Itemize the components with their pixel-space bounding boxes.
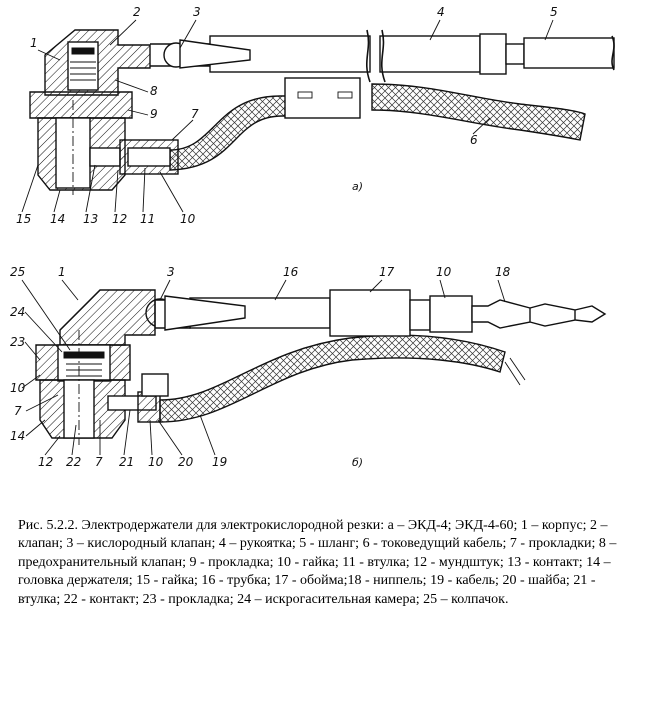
label-b-21: 21 [119,455,134,469]
cable-b [159,334,506,423]
cable-a-right [371,83,586,141]
label-a-4: 4 [437,5,445,19]
valve-spring [70,61,96,81]
label-a-10: 10 [180,212,196,226]
label-b-3: 3 [167,265,175,279]
cable-b-end [504,357,526,386]
label-b-12: 12 [38,455,53,469]
label-b-14: 14 [10,429,25,443]
label-a-5: 5 [550,5,558,19]
break-line [381,29,386,83]
break-line [366,29,371,83]
contact-a [89,147,121,167]
spring-b [66,363,102,377]
subfigure-label-b: б) [352,456,363,469]
label-a-1: 1 [30,36,38,50]
body-b [59,289,156,346]
leader-lines-b [21,279,506,456]
label-b-18: 18 [495,265,511,279]
hose-a [523,37,615,69]
sleeve-a [127,147,171,167]
nut-b2 [429,295,473,333]
fitting-b [141,373,169,397]
nut-b [409,299,431,331]
label-a-13: 13 [83,212,98,226]
label-b-1: 1 [58,265,66,279]
nut-a [29,91,133,119]
subfigure-label-a: a) [352,180,363,193]
label-b-7: 7 [95,455,103,469]
label-b-17: 17 [379,265,395,279]
clamp-slot [297,91,313,99]
label-a-15: 15 [16,212,31,226]
label-b-25: 25 [10,265,25,279]
label-b-23: 23 [10,335,25,349]
label-b-10: 10 [436,265,452,279]
figure-b-drawing [35,289,607,445]
nipple-18 [471,299,607,329]
label-b-16: 16 [283,265,299,279]
label-a-7: 7 [191,107,199,121]
figure-a-drawing [29,29,615,195]
electrode-holder-drawing: 1 2 3 4 5 6 7 8 9 10 11 12 13 14 15 a) [10,5,615,469]
label-a-3: 3 [193,5,201,19]
label-a-11: 11 [140,212,155,226]
figure-a-labels: 1 2 3 4 5 6 7 8 9 10 11 12 13 14 15 a) [16,5,558,226]
label-b-20: 20 [178,455,194,469]
handle-a-right [379,35,481,73]
clamp-slot [337,91,353,99]
hose-nut [479,33,507,75]
label-b-10: 10 [148,455,164,469]
leader-lines-a [21,19,554,213]
hose-nipple [505,43,525,65]
valve-disc [71,47,95,55]
label-b-7-left: 7 [14,404,22,418]
break-line [611,35,615,71]
figure-b-labels: 25 1 3 16 17 10 18 24 23 10 7 14 12 22 7… [10,265,511,469]
label-a-9: 9 [150,107,158,121]
valve-lever [179,39,251,69]
label-a-12: 12 [112,212,127,226]
label-a-2: 2 [133,5,141,19]
label-a-6: 6 [470,133,478,147]
label-a-8: 8 [150,84,158,98]
washer-b [63,351,105,359]
clamp-17 [329,289,411,337]
label-a-14: 14 [50,212,65,226]
label-b-19: 19 [212,455,227,469]
label-b-24: 24 [10,305,25,319]
spark-chamber [57,344,111,382]
label-b-22: 22 [66,455,81,469]
lever-b [164,295,246,331]
figure-caption: Рис. 5.2.2. Электродержатели для электро… [18,518,617,607]
label-b-10-left: 10 [10,381,26,395]
